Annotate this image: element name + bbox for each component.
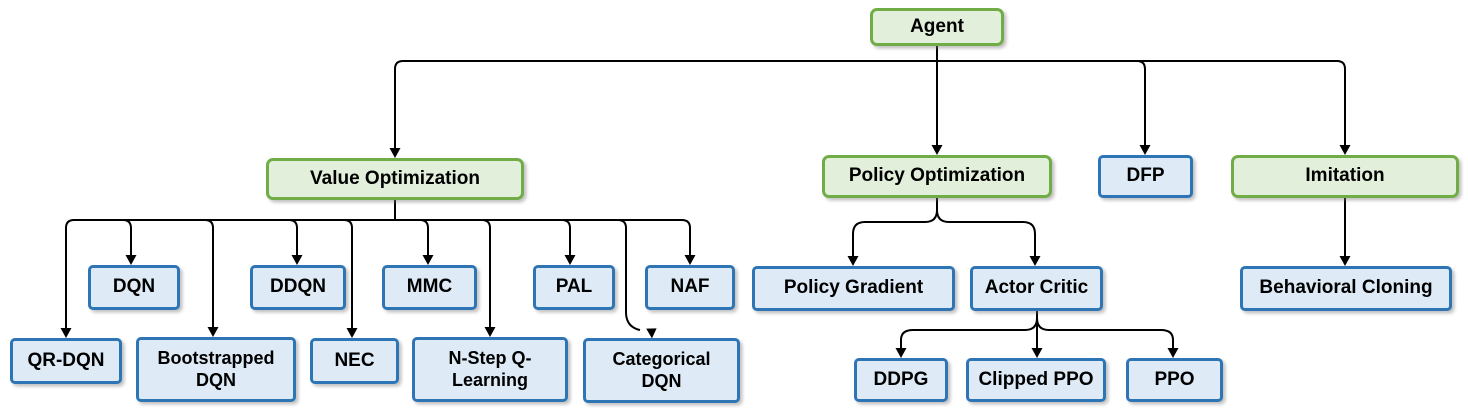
node-ppo: PPO bbox=[1126, 358, 1223, 402]
node-dfp-label: DFP bbox=[1126, 165, 1165, 187]
arrow-naf bbox=[684, 255, 696, 265]
arrow-mmc bbox=[422, 255, 434, 265]
node-nec: NEC bbox=[310, 338, 399, 384]
edge-vo-mmc bbox=[419, 219, 429, 257]
arrow-ddpg bbox=[895, 348, 907, 358]
node-imitation-label: Imitation bbox=[1305, 165, 1385, 187]
node-agent: Agent bbox=[870, 8, 1004, 46]
edge-agent-dfp bbox=[1136, 60, 1146, 147]
node-qr-dqn-label: QR-DQN bbox=[27, 349, 105, 371]
arrow-policy-gradient bbox=[847, 256, 859, 266]
node-clipped-ppo: Clipped PPO bbox=[966, 358, 1106, 402]
node-policy-optimization: Policy Optimization bbox=[822, 155, 1052, 198]
node-clipped-ppo-label: Clipped PPO bbox=[978, 368, 1094, 390]
node-actor-critic: Actor Critic bbox=[970, 266, 1103, 311]
node-policy-gradient-label: Policy Gradient bbox=[783, 277, 924, 299]
node-naf: NAF bbox=[645, 265, 735, 310]
arrow-qr-dqn bbox=[60, 328, 72, 338]
node-ddqn-label: DDQN bbox=[270, 276, 326, 298]
arrow-pal bbox=[564, 255, 576, 265]
edge-vo-bootstrapped bbox=[204, 219, 214, 330]
node-agent-label: Agent bbox=[910, 15, 964, 37]
arrow-clipped-ppo bbox=[1031, 348, 1043, 358]
node-categorical-dqn-label: Categorical DQN bbox=[612, 348, 711, 391]
edge-po-actor-critic bbox=[936, 209, 1036, 258]
edge-agent-bus bbox=[394, 60, 1346, 150]
node-policy-optimization-label: Policy Optimization bbox=[848, 165, 1026, 187]
node-actor-critic-label: Actor Critic bbox=[984, 277, 1089, 299]
node-pal-label: PAL bbox=[555, 276, 593, 298]
node-qr-dqn: QR-DQN bbox=[10, 338, 122, 384]
node-n-step-q-learning-label: N-Step Q-Learning bbox=[448, 347, 532, 390]
node-dqn-label: DQN bbox=[112, 276, 156, 298]
arrow-n-step-q-learning bbox=[484, 327, 496, 337]
node-bootstrapped-dqn-label: Bootstrapped DQN bbox=[157, 347, 275, 390]
node-n-step-q-learning: N-Step Q-Learning bbox=[412, 337, 568, 402]
node-pal: PAL bbox=[533, 265, 615, 310]
edge-ac-ppo bbox=[1036, 317, 1174, 350]
edge-vo-n-step bbox=[481, 219, 491, 330]
node-ppo-label: PPO bbox=[1154, 368, 1195, 390]
node-nec-label: NEC bbox=[334, 349, 375, 371]
edge-value-optimization-bus bbox=[65, 219, 691, 330]
arrow-nec bbox=[346, 328, 358, 338]
edge-ac-ddpg bbox=[900, 311, 1038, 350]
arrow-bootstrapped-dqn bbox=[207, 327, 219, 337]
node-naf-label: NAF bbox=[670, 276, 710, 298]
node-value-optimization: Value Optimization bbox=[266, 158, 524, 200]
node-behavioral-cloning-label: Behavioral Cloning bbox=[1259, 277, 1433, 299]
node-ddqn: DDQN bbox=[250, 265, 346, 310]
edge-vo-categorical bbox=[617, 219, 641, 331]
node-dfp: DFP bbox=[1098, 155, 1193, 198]
arrow-actor-critic bbox=[1029, 256, 1041, 266]
arrow-categorical-dqn bbox=[646, 328, 657, 339]
node-imitation: Imitation bbox=[1231, 155, 1459, 198]
node-dqn: DQN bbox=[88, 265, 180, 310]
node-mmc: MMC bbox=[382, 265, 477, 310]
node-mmc-label: MMC bbox=[406, 276, 453, 298]
node-policy-gradient: Policy Gradient bbox=[752, 266, 955, 311]
arrow-imitation bbox=[1339, 145, 1351, 155]
edge-vo-pal bbox=[561, 219, 571, 257]
node-value-optimization-label: Value Optimization bbox=[310, 167, 480, 189]
edge-po-policy-gradient bbox=[852, 198, 938, 258]
edge-vo-nec bbox=[343, 219, 353, 330]
arrow-dqn bbox=[125, 255, 137, 265]
node-bootstrapped-dqn: Bootstrapped DQN bbox=[136, 337, 296, 402]
node-categorical-dqn: Categorical DQN bbox=[583, 338, 740, 403]
edge-vo-ddqn bbox=[288, 219, 298, 257]
arrow-ppo bbox=[1167, 348, 1179, 358]
arrow-ddqn bbox=[291, 255, 303, 265]
arrow-value-optimization bbox=[389, 148, 401, 158]
node-behavioral-cloning: Behavioral Cloning bbox=[1240, 266, 1452, 311]
edge-vo-dqn bbox=[122, 219, 132, 257]
node-ddpg: DDPG bbox=[854, 358, 948, 402]
arrow-behavioral-cloning bbox=[1339, 256, 1351, 266]
node-ddpg-label: DDPG bbox=[873, 368, 929, 390]
arrow-policy-optimization bbox=[931, 145, 943, 155]
arrow-dfp bbox=[1139, 145, 1151, 155]
